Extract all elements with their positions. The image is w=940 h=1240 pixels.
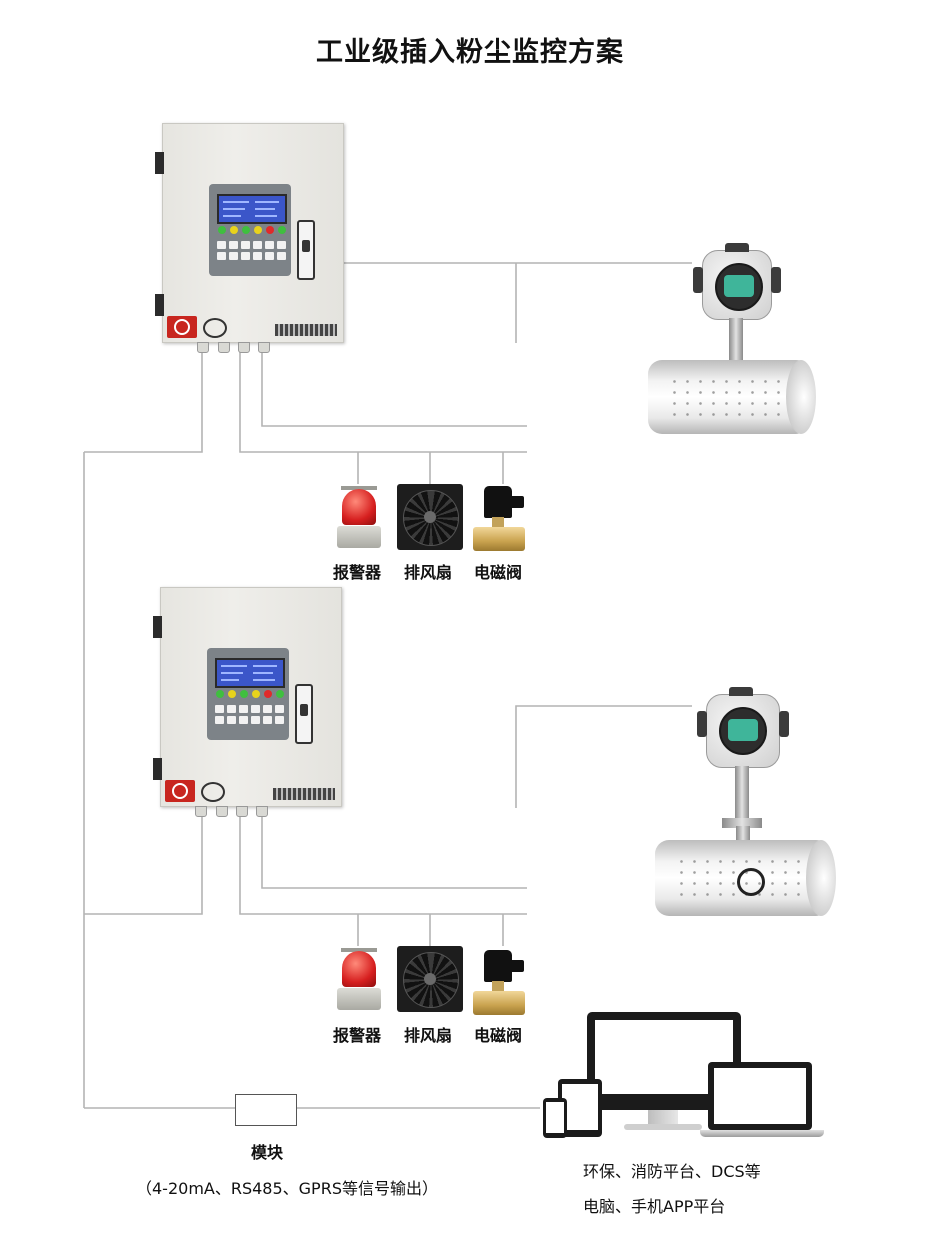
module-label: 模块 <box>251 1143 284 1162</box>
page-title: 工业级插入粉尘监控方案 <box>316 37 624 68</box>
phone-icon <box>543 1098 567 1138</box>
alarm-beacon-icon <box>342 489 376 525</box>
valve-stem <box>492 981 504 991</box>
exhaust-fan-icon <box>397 484 463 550</box>
explosion-proof-logo <box>165 780 195 802</box>
ccc-mark-logo <box>203 318 227 338</box>
monitor-stand <box>648 1110 678 1126</box>
alarm-cage <box>341 948 377 952</box>
monitor-foot <box>624 1124 702 1130</box>
dust-transmitter-2[interactable] <box>697 687 789 768</box>
alarm-base <box>337 526 381 548</box>
gas-alarm-controller-1[interactable] <box>155 123 344 353</box>
valve-stem <box>492 517 504 527</box>
exhaust-fan-icon <box>397 946 463 1012</box>
fan-label: 排风扇 <box>404 1026 453 1045</box>
controller-front-panel <box>209 184 291 276</box>
transmitter-display <box>719 707 767 755</box>
alarm-label: 报警器 <box>333 563 382 582</box>
cable-gland <box>258 342 270 353</box>
probe-stem-2 <box>735 766 749 820</box>
transmitter-cap <box>725 243 749 252</box>
cable-gland <box>256 806 268 817</box>
fan-label: 排风扇 <box>404 563 453 582</box>
duct-pipe-1 <box>648 360 816 434</box>
gas-alarm-controller-2[interactable] <box>153 587 342 817</box>
controller-keypad[interactable] <box>215 705 284 724</box>
cable-gland <box>236 806 248 817</box>
status-led-row <box>216 690 284 698</box>
output-wire-1 <box>84 343 203 453</box>
cable-gland <box>195 806 207 817</box>
controller-front-panel <box>207 648 289 740</box>
valve-body <box>473 991 525 1015</box>
solenoid-valve-icon <box>484 486 512 518</box>
valve-label: 电磁阀 <box>474 563 523 582</box>
manufacturer-plate <box>275 324 337 336</box>
actuator-bus-2 <box>239 808 527 915</box>
transmitter-cap <box>729 687 753 696</box>
door-lock-icon <box>295 684 313 744</box>
explosion-proof-logo <box>167 316 197 338</box>
controller-keypad[interactable] <box>217 241 286 260</box>
transmitter-port-right <box>779 711 789 737</box>
status-led-row <box>218 226 286 234</box>
actuator-bus-1 <box>239 343 527 453</box>
controller-lcd-screen <box>217 194 287 224</box>
manufacturer-plate <box>273 788 335 800</box>
hinge-icon <box>155 152 164 174</box>
sensor-signal-wire-1 <box>261 343 527 427</box>
transmitter-port-left <box>693 267 703 293</box>
platform-line-2: 电脑、手机APP平台 <box>583 1197 726 1216</box>
platform-line-1: 环保、消防平台、DCS等 <box>583 1162 761 1181</box>
alarm-base <box>337 988 381 1010</box>
alarm-label: 报警器 <box>333 1026 382 1045</box>
laptop-icon <box>708 1062 812 1130</box>
probe-tip-ring <box>737 868 765 896</box>
hinge-icon <box>153 616 162 638</box>
laptop-base <box>700 1130 824 1137</box>
ccc-mark-logo <box>201 782 225 802</box>
module-output-types: （4-20mA、RS485、GPRS等信号输出） <box>136 1179 438 1198</box>
solenoid-valve-icon <box>484 950 512 982</box>
alarm-cage <box>341 486 377 490</box>
probe-stem-1 <box>729 318 743 362</box>
sensor-signal-wire-2b <box>515 705 692 808</box>
alarm-beacon-icon <box>342 951 376 987</box>
transmitter-port-right <box>771 267 781 293</box>
output-wire-2 <box>84 808 203 915</box>
probe-clamp-2 <box>736 826 750 842</box>
sensor-signal-wire-2 <box>261 808 527 889</box>
hinge-icon <box>153 758 162 780</box>
valve-connector <box>510 496 524 508</box>
cable-gland <box>238 342 250 353</box>
probe-flange-2 <box>722 818 762 828</box>
transmitter-display <box>715 263 763 311</box>
duct-pipe-2 <box>655 840 836 916</box>
transmitter-port-left <box>697 711 707 737</box>
dust-transmitter-1[interactable] <box>693 243 781 320</box>
controller-lcd-screen <box>215 658 285 688</box>
signal-module-box[interactable] <box>235 1094 297 1126</box>
valve-connector <box>510 960 524 972</box>
cable-gland <box>197 342 209 353</box>
cable-gland <box>216 806 228 817</box>
cable-gland <box>218 342 230 353</box>
valve-body <box>473 527 525 551</box>
hinge-icon <box>155 294 164 316</box>
valve-label: 电磁阀 <box>474 1026 523 1045</box>
door-lock-icon <box>297 220 315 280</box>
